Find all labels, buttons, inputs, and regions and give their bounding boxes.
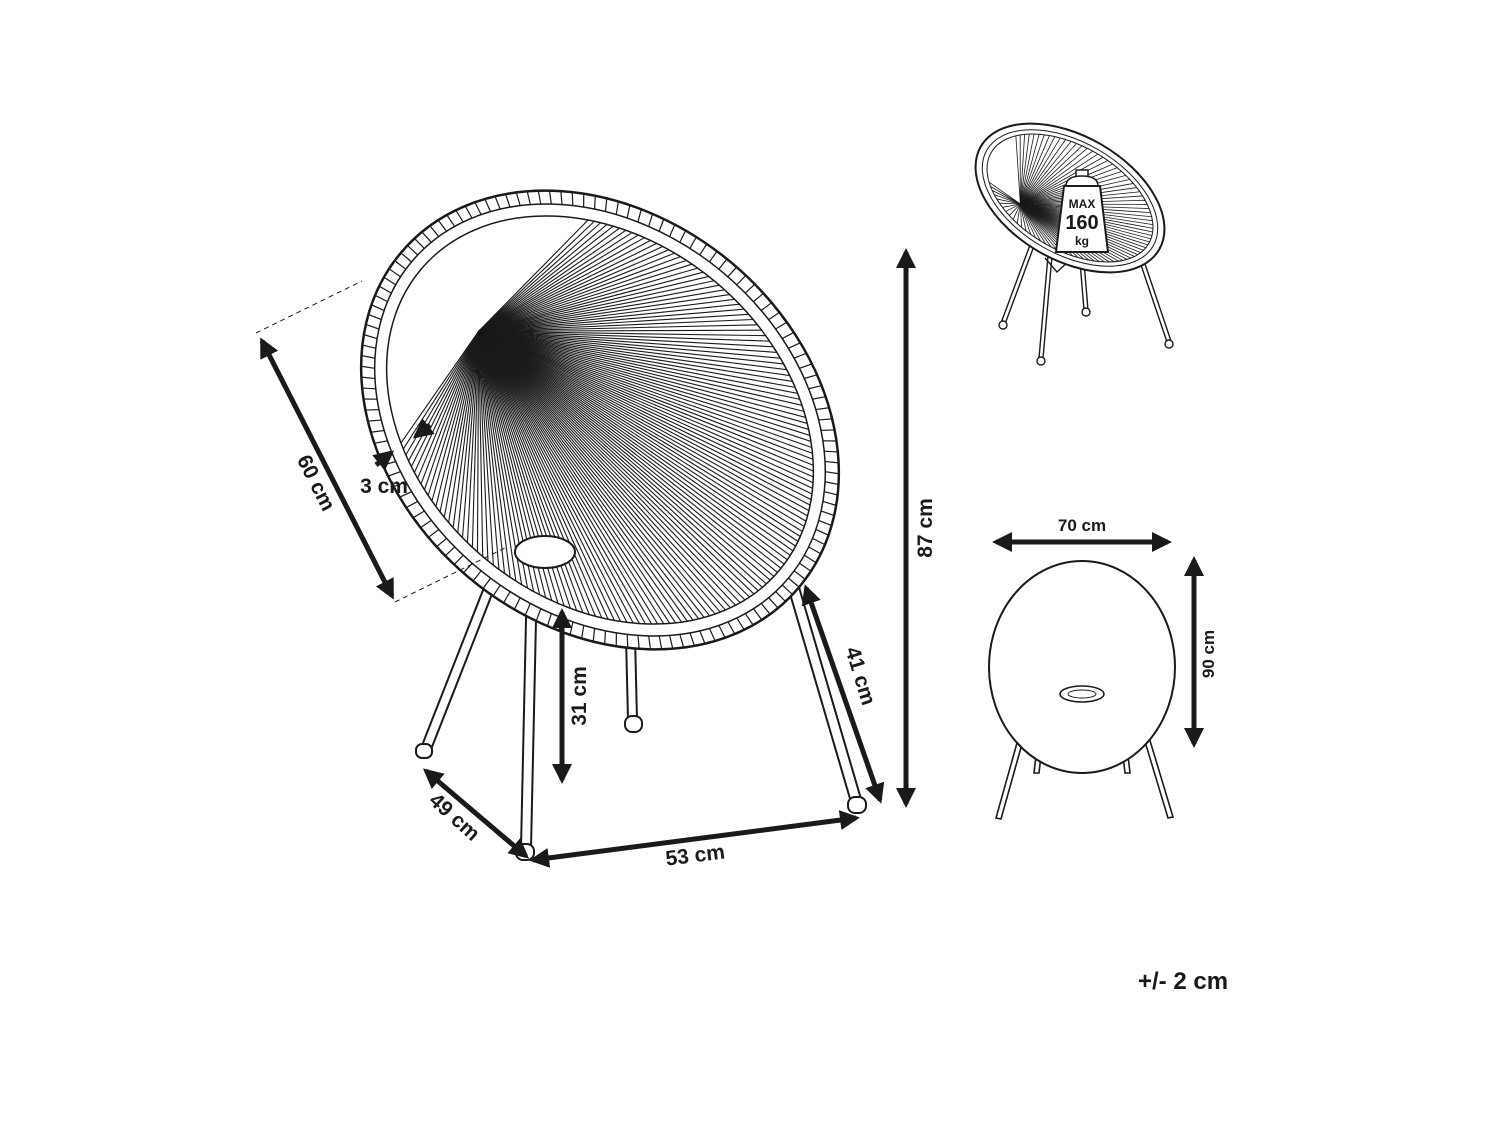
label-seat-height: 31 cm [568, 666, 591, 726]
frame-arrow-b [412, 418, 435, 439]
leg-span-front-arrow [529, 810, 860, 868]
main-chair-illustration [359, 189, 867, 861]
tolerance-note: +/- 2 cm [1138, 968, 1229, 995]
capacity-value: 160 [1065, 212, 1098, 234]
capacity-max: MAX [1069, 197, 1096, 211]
capacity-unit: kg [1075, 234, 1089, 248]
dimension-arrows [259, 248, 1204, 868]
leg-span-side-arrow [422, 768, 530, 859]
label-width: 70 cm [1058, 516, 1106, 535]
label-back-height: 90 cm [1199, 630, 1218, 678]
weight-icon: MAX 160 kg [1054, 169, 1110, 253]
main-chair-bowl [359, 189, 841, 651]
label-height: 87 cm [914, 498, 937, 558]
capacity-chair-illustration: MAX 160 kg [974, 122, 1174, 366]
leg-length-arrow [801, 584, 885, 804]
label-leg-span-front: 53 cm [664, 841, 726, 871]
depth-arrow [259, 337, 395, 600]
back-view-chair-illustration [988, 560, 1176, 820]
frame-arrow-a [372, 450, 395, 471]
label-frame: 3 cm [360, 475, 408, 498]
